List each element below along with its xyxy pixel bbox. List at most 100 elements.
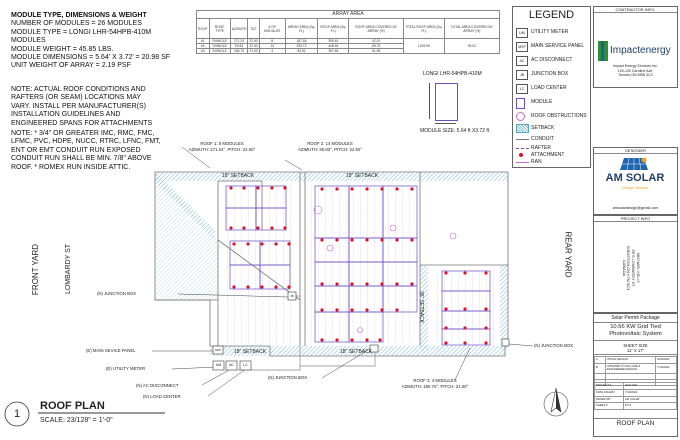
legend-item: AC AC DISCONNECT	[513, 55, 590, 66]
note-line: NOTE: ACTUAL ROOF CONDITIONS AND	[11, 86, 146, 93]
module-outline-detail	[435, 83, 458, 121]
conduit-line-icon	[516, 139, 529, 140]
table-header: ARRAY AREA (Sq. Ft.)	[284, 18, 319, 39]
roof2-label: ROOF 2: 14 MODULES AZIMUTH: 90.83°, PITC…	[297, 141, 363, 152]
designer-tagline: Design Service	[621, 185, 649, 190]
array-area-table: ARRAY AREA ROOF ROOF TYPE AZIMUTH TILT #…	[196, 10, 501, 54]
roof2-modules	[314, 185, 418, 343]
spec-line: MODULES	[11, 37, 46, 45]
ran-line-icon	[516, 162, 529, 163]
module-dimension-line	[435, 123, 456, 124]
legend-item: UM UTILITY METER	[513, 27, 590, 38]
utility-meter-icon: UM	[516, 28, 528, 38]
note-line: RAFTERS (OR SEAM) LOCATIONS MAY	[11, 94, 142, 102]
module-dimension-line	[429, 83, 430, 119]
setback-hatch-icon	[516, 124, 529, 133]
equip-ac-label: AC	[229, 363, 234, 367]
note-line: LFMC, PVC, HDPE, NUCC, RTRC, LFNC, FMT,	[11, 138, 161, 146]
equip-um-label: UM	[215, 363, 222, 367]
legend-item: LC LOAD CENTER	[513, 83, 590, 94]
note-line: CONDUIT RUN SHALL BE MIN. 7/8" ABOVE	[11, 155, 152, 163]
conduit-note: NOTE: * 3/4" OR GREATER IMC, RMC, FMC, L…	[11, 130, 161, 172]
total-area-covered: 39.02	[443, 38, 501, 54]
solar-panel-icon	[620, 158, 648, 171]
contractor-address: Impact Energy Services Inc. 100-130 Caro…	[613, 64, 658, 78]
rafter-line-icon	[516, 148, 529, 149]
legend-item: ATTACHMENT	[513, 150, 590, 160]
logo-mark-icon	[601, 41, 604, 61]
north-arrow-icon	[543, 387, 569, 417]
callout-leaders	[152, 146, 534, 397]
equipment	[212, 291, 510, 371]
note-line: ENGINEERED SPANS FOR ATTACHMENTS	[11, 119, 153, 127]
load-center-icon: LC	[516, 84, 528, 94]
legend-item: MODULE	[513, 97, 590, 109]
note-line: INSTALLATION GUIDELINES AND	[11, 111, 121, 119]
designer-name: AM SOLAR	[605, 172, 665, 184]
spec-line: MODULE TYPE = LONGI LHR-54HPB-410M	[11, 28, 152, 36]
legend-item: RAFTER	[513, 143, 590, 153]
contractor-info-box: CONTRACTOR INFO. Impactenergy Impact Ene…	[593, 6, 678, 88]
drawing-number: 1	[13, 408, 21, 420]
legend-item: SETBACK	[513, 123, 590, 133]
module-model-label: LONGI LHR-54HPB-410M	[423, 71, 482, 77]
front-yard-label: FRONT YARD	[31, 243, 41, 296]
contractor-logo: Impactenergy	[596, 41, 675, 61]
drawing-title: ROOF PLAN	[40, 400, 105, 412]
attachment-dot-icon	[519, 153, 523, 157]
table-header: TOTAL AREA COVERED BY ARRAY (%)	[443, 18, 501, 39]
module-notes-heading: MODULE TYPE, DIMENSIONS & WEIGHT	[11, 12, 147, 19]
note-line: ENT OR EMT CONDUIT RUN EXPOSED	[11, 146, 141, 154]
setback-label: 18" SETBACK	[222, 173, 255, 179]
legend-item: CONDUIT	[513, 134, 590, 144]
equip-lc-label: LC	[243, 363, 248, 367]
setback-label: 18" SETBACK	[234, 349, 267, 355]
roof3-label: ROOF 3: 4 MODULES AZIMUTH: 180.70°, PITC…	[401, 378, 469, 389]
ac-disconnect-icon: AC	[516, 56, 528, 66]
module-size-label: MODULE SIZE: 5.64 ft X3.72 ft	[420, 128, 490, 134]
setback-label: 18" SETBACK	[340, 349, 373, 355]
note-line: ROOF. * ROMEX RUN INSIDE ATTIC.	[11, 163, 131, 171]
sheet-title: ROOF PLAN	[594, 418, 677, 429]
package-box: Solar Permit Package 10.66 KW Grid Tied …	[593, 313, 678, 437]
project-info-box: PROJECT INFO MICHAEL KELLY 55 S LOMBARDY…	[593, 215, 678, 313]
callout-ac-disconnect: (N) AC DISCONNECT	[136, 383, 179, 388]
note-line: NOTE: * 3/4" OR GREATER IMC, RMC, FMC,	[11, 130, 155, 137]
spec-line: MODULE DIMENSIONS = 5.64' X 3.72' = 20.9…	[11, 54, 171, 62]
drawing-scale: SCALE: 23/128" = 1'-0"	[40, 417, 113, 424]
contractor-name: Impactenergy	[610, 45, 671, 56]
designer-logo: AM SOLAR Design Service	[600, 158, 670, 200]
roof-obstruction-icon	[516, 112, 525, 121]
callout-junction-box-bottom: (N) JUNCTION BOX	[268, 375, 308, 380]
module-icon	[516, 98, 525, 109]
roof-obstructions	[313, 205, 457, 333]
drawing-number-circle	[4, 401, 30, 427]
equip-msp-label: MSP	[214, 348, 222, 352]
legend-item: JB JUNCTION BOX	[513, 69, 590, 80]
spec-line: MODULE WEIGHT = 45.85 LBS.	[11, 45, 114, 53]
legend-item: ROOF OBSTRUCTIONS	[513, 111, 590, 121]
callout-junction-box-right: (N) JUNCTION BOX	[534, 343, 574, 348]
roof1-label: ROOF 1: 8 MODULES AZIMUTH: 271.24°, PITC…	[188, 141, 256, 152]
callout-main-service-panel: (E) MAIN SEVICE PANEL	[86, 348, 136, 353]
junction-box-icon: JB	[516, 70, 528, 80]
package-title: Solar Permit Package	[594, 315, 677, 323]
contractor-header: CONTRACTOR INFO.	[594, 7, 677, 13]
table-row: SHEET #PV 3	[594, 402, 677, 411]
setback-label: 18" SETBACK	[346, 173, 379, 179]
callout-utility-meter: (E) UTILITY METER	[106, 366, 146, 371]
main-service-panel-icon: MSP	[516, 42, 528, 52]
setback-vertical-label: 36" SETBACK	[418, 290, 425, 324]
spec-line: UNIT WEIGHT OF ARRAY = 2.19 PSF	[11, 62, 131, 70]
roof1-modules	[225, 185, 291, 290]
legend-title: LEGEND	[528, 9, 575, 21]
attachment-dots	[229, 186, 488, 345]
designer-header: DESIGNER	[594, 148, 677, 154]
legend-item: RAN	[513, 157, 590, 167]
setback-areas	[155, 172, 508, 356]
equip-jb-label: JB	[290, 294, 294, 298]
